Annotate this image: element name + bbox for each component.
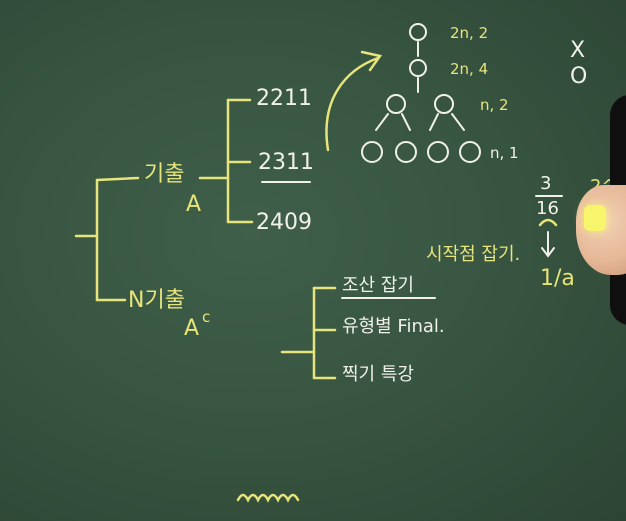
tree-level-2n2: 2n, 2 xyxy=(450,26,488,41)
item-2211: 2211 xyxy=(256,88,312,110)
item-2311: 2311 xyxy=(258,152,314,174)
item-josan: 조산 잡기 xyxy=(342,277,414,295)
fraction-numerator: 3 xyxy=(540,175,551,193)
answer-1-over-a: 1/a xyxy=(540,268,575,290)
tree-level-n2: n, 2 xyxy=(480,98,509,113)
label-complement-c: c xyxy=(202,310,210,325)
tree-level-2n4: 2n, 4 xyxy=(450,62,488,77)
label-gichul: 기출 xyxy=(144,164,184,186)
item-2409: 2409 xyxy=(256,212,312,234)
label-set-A: A xyxy=(186,194,201,216)
fraction-denominator: 16 xyxy=(536,200,559,218)
mark-o: O xyxy=(570,66,587,88)
mark-x: X xyxy=(570,40,585,62)
label-n-gichul: N기출 xyxy=(128,290,185,312)
note-start-point: 시작점 잡기. xyxy=(426,246,520,264)
item-jjikgi: 찍기 특강 xyxy=(342,366,414,384)
tree-level-n1: n, 1 xyxy=(490,146,519,161)
label-set-Ac: A xyxy=(184,318,199,340)
item-final: 유형별 Final. xyxy=(342,318,445,336)
chalk-stick xyxy=(584,205,606,231)
